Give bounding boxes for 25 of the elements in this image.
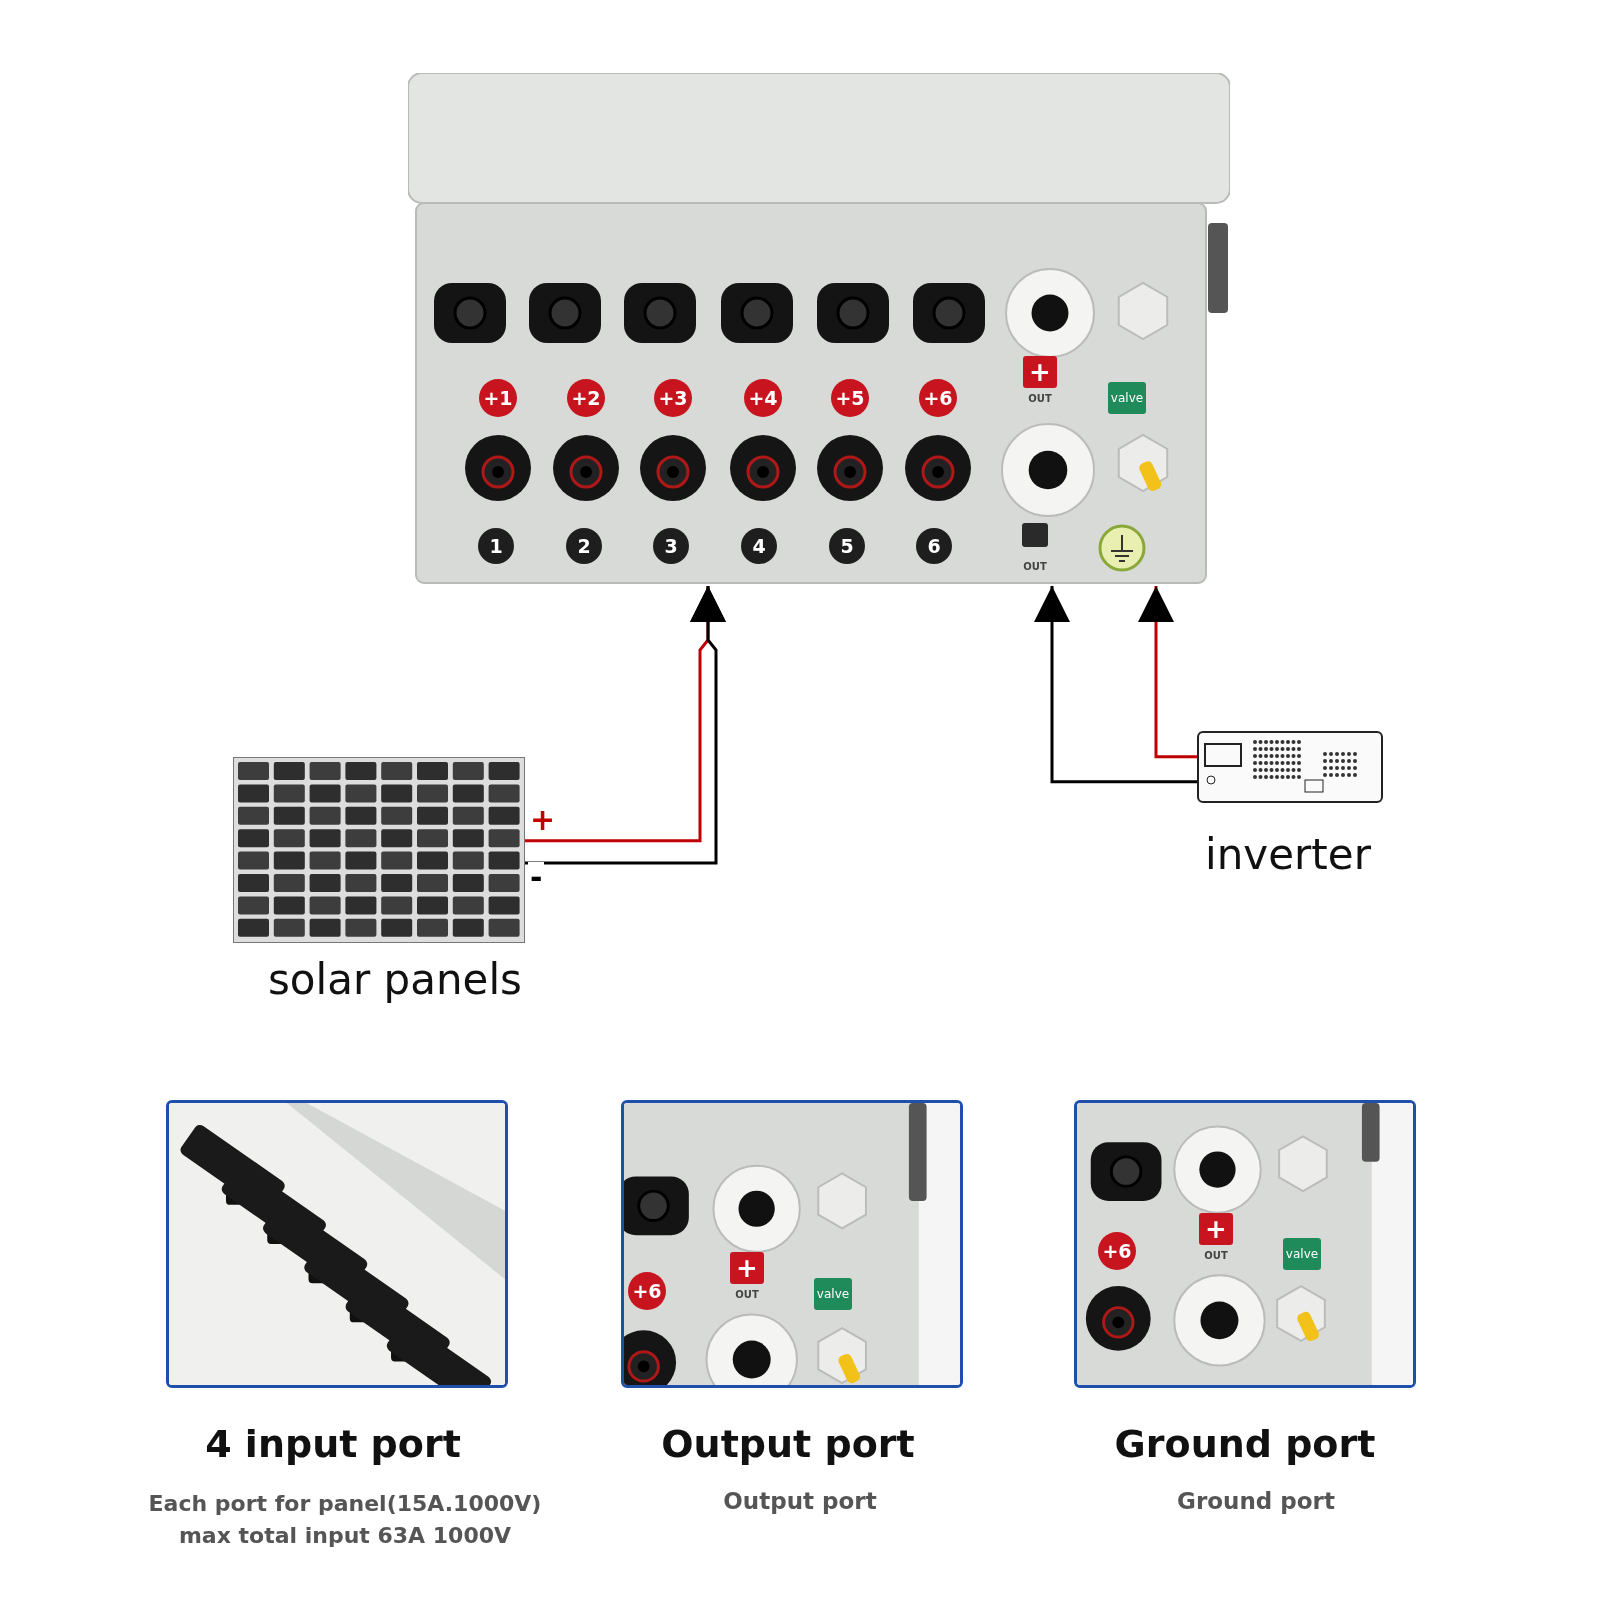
connector-closeup-drawing bbox=[166, 1100, 508, 1388]
inverter-drawing bbox=[1197, 728, 1383, 806]
port-heading: 4 input port bbox=[204, 1422, 462, 1466]
polarity-badge: + bbox=[730, 1252, 764, 1284]
polarity-badge: + bbox=[1199, 1213, 1233, 1245]
component-caption: inverter bbox=[1204, 830, 1372, 879]
marking-text: OUT bbox=[1203, 1248, 1229, 1262]
port-description: Ground port bbox=[1176, 1488, 1336, 1514]
component-caption: solar panels bbox=[267, 955, 523, 1004]
valve-badge: valve bbox=[814, 1278, 852, 1310]
marking-text: OUT bbox=[1022, 559, 1048, 573]
wire-arrow bbox=[1138, 586, 1197, 759]
valve-badge: valve bbox=[1283, 1238, 1321, 1270]
polarity-badge: + bbox=[1023, 356, 1057, 388]
marking-text: OUT bbox=[1027, 391, 1053, 405]
valve-badge: valve bbox=[1108, 382, 1146, 414]
output-port-closeup-drawing bbox=[621, 1100, 963, 1388]
ground-port-closeup-drawing bbox=[1074, 1100, 1416, 1388]
wire-arrow bbox=[1034, 586, 1197, 784]
port-heading: Ground port bbox=[1113, 1422, 1377, 1466]
junction-box-drawing bbox=[408, 73, 1230, 586]
port-description: Each port for panel(15A.1000V) max total input 63A 1000V bbox=[147, 1490, 543, 1550]
solar-panel-drawing bbox=[233, 757, 525, 943]
marking-text: OUT bbox=[734, 1287, 760, 1301]
port-heading: Output port bbox=[660, 1422, 916, 1466]
